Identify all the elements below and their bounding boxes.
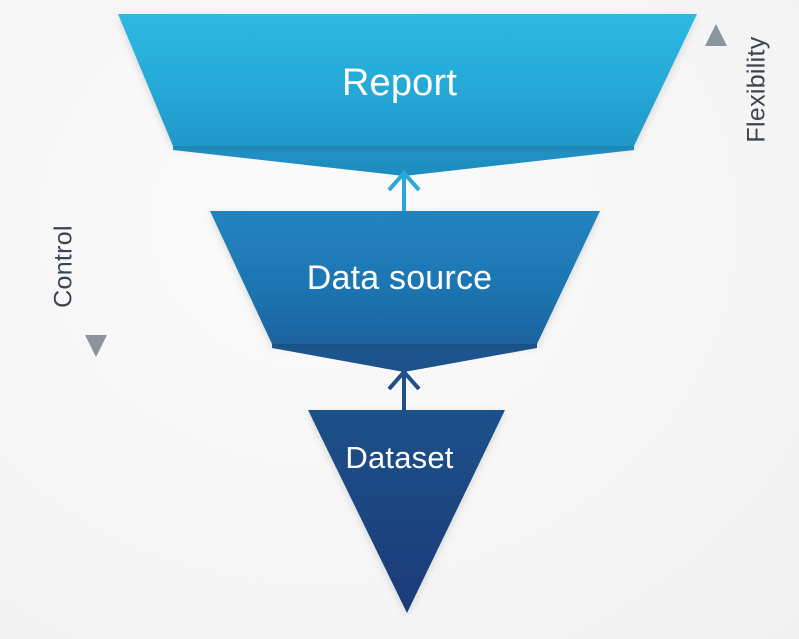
axis-label-flexibility: Flexibility [742, 36, 771, 143]
data-source-face [210, 211, 600, 344]
axis-arrow-flexibility [705, 24, 727, 352]
funnel-stage-report[interactable] [118, 14, 697, 176]
axis-label-control: Control [49, 225, 78, 308]
funnel-stage-data-source[interactable] [210, 211, 600, 372]
report-face [118, 14, 697, 146]
connector-data-source-to-report [387, 169, 421, 212]
funnel-stage-dataset[interactable] [308, 410, 505, 613]
axis-arrow-control [85, 20, 107, 357]
connector-dataset-to-data-source [387, 368, 421, 410]
data-source-base-chevron [272, 340, 537, 372]
report-base-chevron [173, 143, 634, 176]
dataset-face [308, 410, 505, 613]
